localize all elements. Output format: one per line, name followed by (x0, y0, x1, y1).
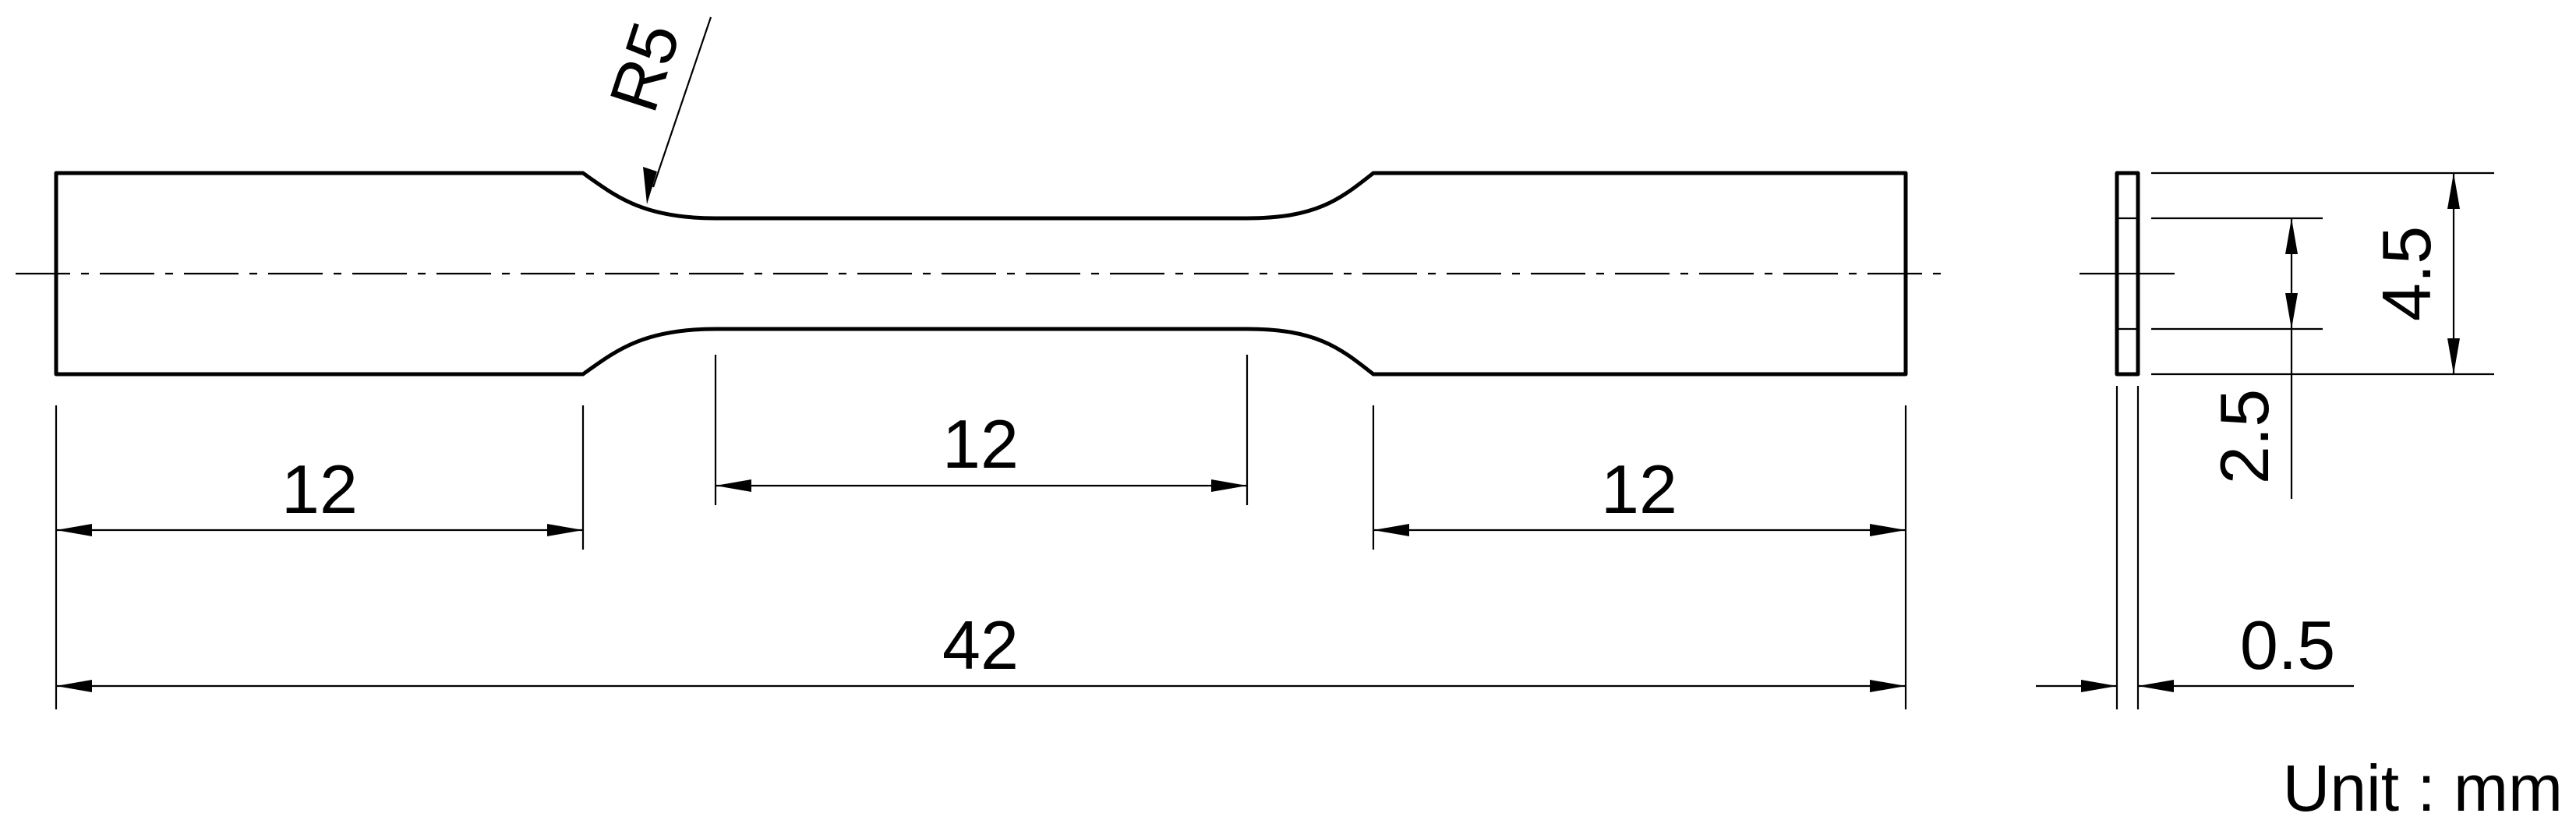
dimension-fillet-radius-label: R5 (595, 13, 695, 121)
dimension-thickness: 0.5 (2036, 606, 2354, 692)
dimension-grip-width: 4.5 (2368, 173, 2460, 374)
dimension-grip-left-label: 12 (281, 451, 358, 528)
side-view (2080, 171, 2175, 377)
dimension-grip-right: 12 (1373, 451, 1906, 536)
dimension-fillet-radius: R5 (595, 13, 712, 204)
dimension-overall-length-label: 42 (942, 606, 1019, 684)
dimension-gauge-length-label: 12 (942, 405, 1019, 483)
unit-label: Unit : mm (2283, 751, 2563, 825)
dimension-grip-right-label: 12 (1601, 451, 1677, 528)
dimension-gauge-length: 12 (716, 405, 1247, 492)
specimen-outline (54, 171, 1908, 377)
dimension-grip-left: 12 (56, 451, 583, 536)
dimension-gauge-width: 2.5 (2206, 218, 2298, 499)
dimension-thickness-label: 0.5 (2240, 606, 2335, 684)
dimension-gauge-width-label: 2.5 (2206, 389, 2283, 484)
dimension-overall-length: 42 (56, 606, 1906, 692)
dimension-grip-width-label: 4.5 (2368, 226, 2445, 321)
